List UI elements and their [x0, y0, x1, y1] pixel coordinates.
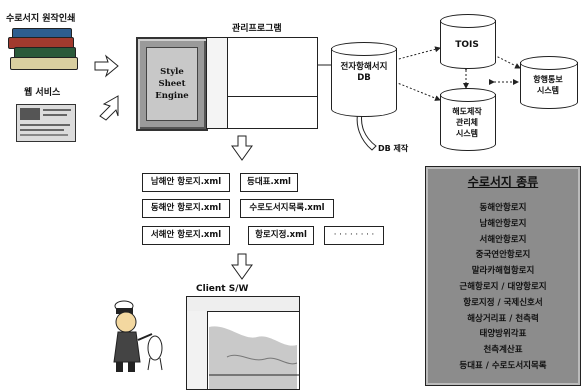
type-item: 등대표 / 수로도서지목록	[459, 360, 547, 371]
tois-label: TOIS	[455, 40, 479, 50]
client-window	[186, 296, 300, 390]
xml-file-south-coast: 남해안 항로지.xml	[142, 173, 230, 192]
db-label: 전자항해서지 DB	[340, 62, 388, 83]
web-service-label: 웹 서비스	[24, 88, 61, 98]
db-cylinder	[331, 48, 397, 117]
type-item: 말라카해협항로지	[471, 266, 535, 277]
types-list: 동해안항로지 남해안항로지 서해안항로지 중국연안항로지 말라카해협항로지 근해…	[426, 201, 580, 375]
style-sheet-engine: Style Sheet Engine	[136, 37, 208, 131]
tois-cylinder	[440, 20, 496, 69]
web-page-icon	[16, 104, 76, 142]
type-item: 중국연안항로지	[475, 250, 531, 261]
type-item: 천측계산표	[483, 345, 523, 356]
arrow-down-to-client	[231, 253, 253, 280]
types-title: 수로서지 종류	[467, 175, 539, 189]
books-icon	[8, 28, 78, 72]
person-icon	[113, 300, 163, 372]
client-map-icon	[209, 326, 299, 389]
xml-file-west-coast: 서해안 항로지.xml	[142, 226, 230, 245]
books-label: 수로서지 원작인쇄	[6, 14, 76, 24]
type-item: 근해항로지 / 대양항로지	[459, 281, 547, 292]
infra-cylinder	[440, 94, 496, 151]
db-tois-connector	[389, 46, 441, 65]
nav-notice-label: 항행통보 시스템	[533, 75, 563, 95]
db-infra-connector	[394, 81, 441, 101]
client-label: Client S/W	[196, 284, 249, 294]
type-item: 해상거리표 / 천측력	[467, 313, 539, 324]
mgmt-program-label: 관리프로그램	[232, 24, 282, 34]
db-build-label: DB 제작	[378, 144, 409, 153]
mgmt-program-window	[206, 37, 318, 129]
type-item: 동해안항로지	[479, 203, 527, 213]
xml-file-east-coast: 동해안 항로지.xml	[142, 199, 230, 218]
xml-file-catalog: 수로도서지목록.xml	[240, 199, 334, 218]
type-item: 항로지정 / 국제신호서	[463, 297, 543, 308]
xml-file-more: · · · · · · · ·	[324, 226, 384, 245]
tois-navnotice-connector	[493, 54, 521, 69]
arrow-to-books	[94, 54, 119, 78]
xml-file-route: 항로지정.xml	[248, 226, 314, 245]
infra-label: 해도제작 관리체 시스템	[452, 107, 482, 138]
type-item: 태양방위각표	[479, 329, 527, 340]
nautical-publication-types-panel: 수로서지 종류 동해안항로지 남해안항로지 서해안항로지 중국연안항로지 말라카…	[425, 166, 581, 386]
arrow-to-web	[99, 95, 119, 121]
engine-label: Style Sheet Engine	[146, 47, 198, 121]
arrow-down-to-xml	[231, 135, 253, 161]
xml-file-lighthouse: 등대표.xml	[240, 173, 298, 192]
type-item: 남해안항로지	[479, 218, 527, 229]
type-item: 서해안항로지	[479, 234, 527, 245]
